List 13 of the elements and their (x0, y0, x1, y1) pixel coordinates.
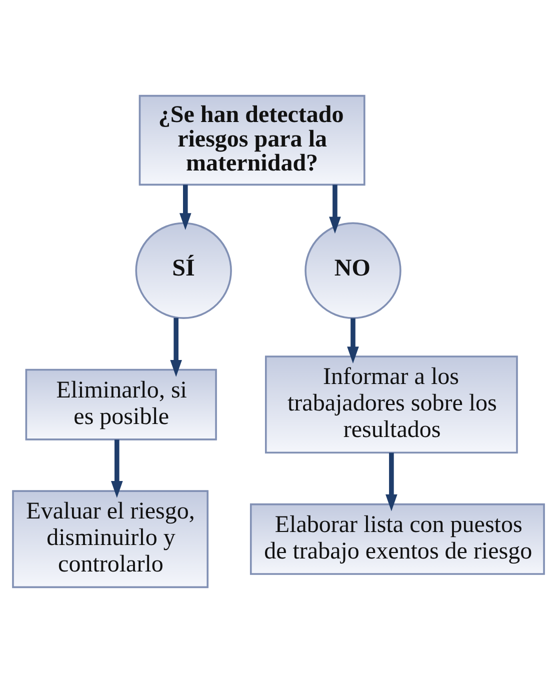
node-box: Informar a los trabajadores sobre los resultados (264, 355, 518, 454)
arrow (347, 318, 359, 363)
arrow (170, 317, 182, 376)
arrow (111, 439, 123, 498)
node-box: Evaluar el riesgo, disminuirlo y controlarlo (12, 490, 209, 588)
arrow (329, 184, 341, 234)
node-box: Eliminarlo, si es posible (25, 368, 217, 440)
arrow (386, 452, 398, 511)
node-box: ¿Se han detectado riesgos para la maternidad? (138, 94, 366, 186)
node-box: Elaborar lista con puestos de trabajo exentos de riesgo (250, 502, 545, 574)
arrow (179, 184, 192, 230)
node-circle: NO (304, 222, 402, 318)
node-circle: SÍ (135, 222, 232, 318)
